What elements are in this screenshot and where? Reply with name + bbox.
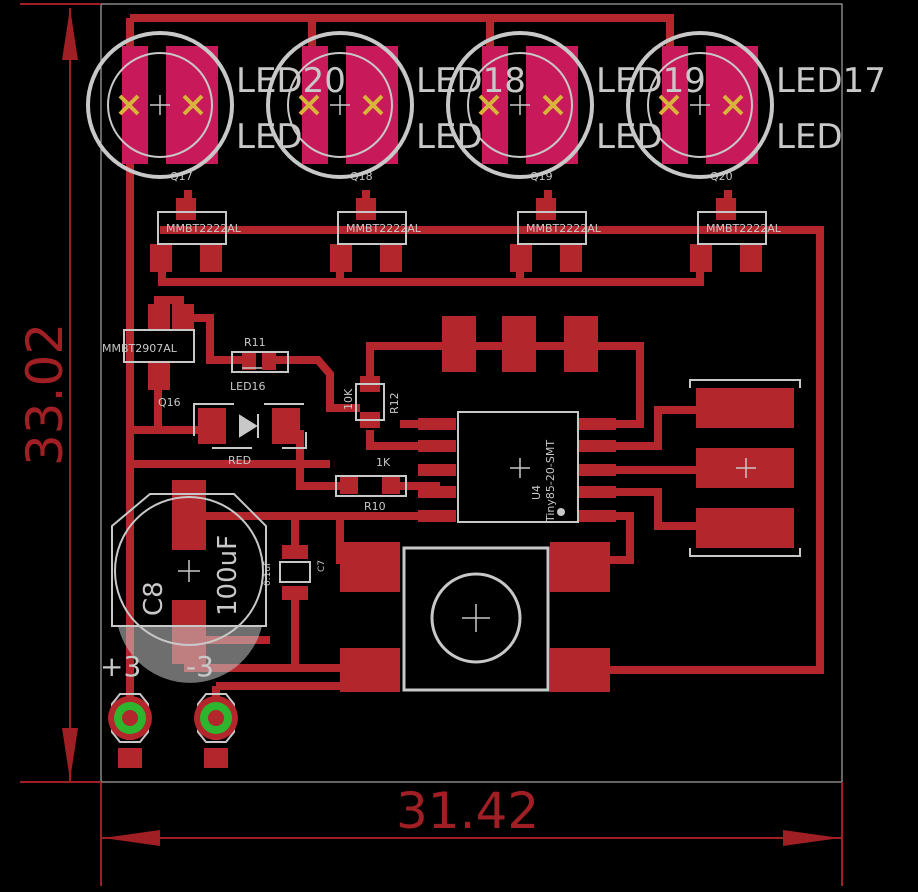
dimension-labels: 31.42 33.02: [16, 323, 539, 840]
height-dimension-label: 33.02: [16, 323, 74, 466]
led16-symbol: [239, 414, 259, 438]
led-label-name: LED20: [236, 61, 346, 101]
transistor-labels: Q17 Q18 Q19 Q20 MMBT2222AL MMBT2222AL MM…: [102, 170, 782, 586]
dimension-lines: [20, 3, 843, 886]
r10-value: 1K: [376, 456, 391, 469]
c7-name: C7: [317, 560, 327, 572]
plus-pad-label: +3: [100, 650, 141, 683]
transistor-name: Q20: [710, 170, 733, 183]
u4-value: Tiny85-20-SMT: [544, 440, 557, 523]
dimension-arrows: [62, 8, 840, 846]
transistor-part: MMBT2222AL: [346, 222, 422, 235]
led-label-value: LED: [776, 117, 843, 157]
minus-pad-label: -3: [186, 650, 214, 683]
led-label-name: LED17: [776, 61, 886, 101]
led-17: [626, 31, 774, 179]
transistor-name: Q19: [530, 170, 553, 183]
led-label-value: LED: [596, 117, 663, 157]
r10-name: R10: [364, 500, 386, 513]
r12-name: R12: [388, 392, 401, 414]
u4-pin1-dot: [557, 508, 565, 516]
led-label-value: LED: [236, 117, 303, 157]
transistor-name: Q18: [350, 170, 373, 183]
led16-value: RED: [228, 454, 251, 467]
u4-name: U4: [530, 485, 543, 500]
led-cross-marks: [118, 94, 744, 116]
q16-name: Q16: [158, 396, 181, 409]
power-pad-plus: [108, 693, 152, 743]
c8-name: C8: [139, 581, 169, 616]
c7-value: 0.1uF: [263, 561, 273, 586]
r12-value: 10K: [342, 388, 355, 410]
c8-value: 100uF: [213, 535, 243, 616]
c8-labels: C8 100uF +3 -3: [100, 535, 243, 683]
board-outline: [100, 3, 843, 783]
transistor-part: MMBT2222AL: [166, 222, 242, 235]
q16-part: MMBT2907AL: [102, 342, 178, 355]
led-label-name: LED18: [416, 61, 526, 101]
r11-name: R11: [244, 336, 266, 349]
transistor-part: MMBT2222AL: [526, 222, 602, 235]
led-labels: LED20 LED LED18 LED LED19 LED LED17 LED: [236, 61, 886, 157]
width-dimension-label: 31.42: [396, 782, 539, 840]
led-label-value: LED: [416, 117, 483, 157]
power-pad-minus: [194, 693, 238, 743]
led16-name: LED16: [230, 380, 266, 393]
silkscreen: [111, 211, 801, 692]
led-label-name: LED19: [596, 61, 706, 101]
transistor-part: MMBT2222AL: [706, 222, 782, 235]
c8-polarity-fill: [118, 626, 262, 683]
origin-crosshairs: [150, 95, 756, 632]
transistor-name: Q17: [170, 170, 193, 183]
